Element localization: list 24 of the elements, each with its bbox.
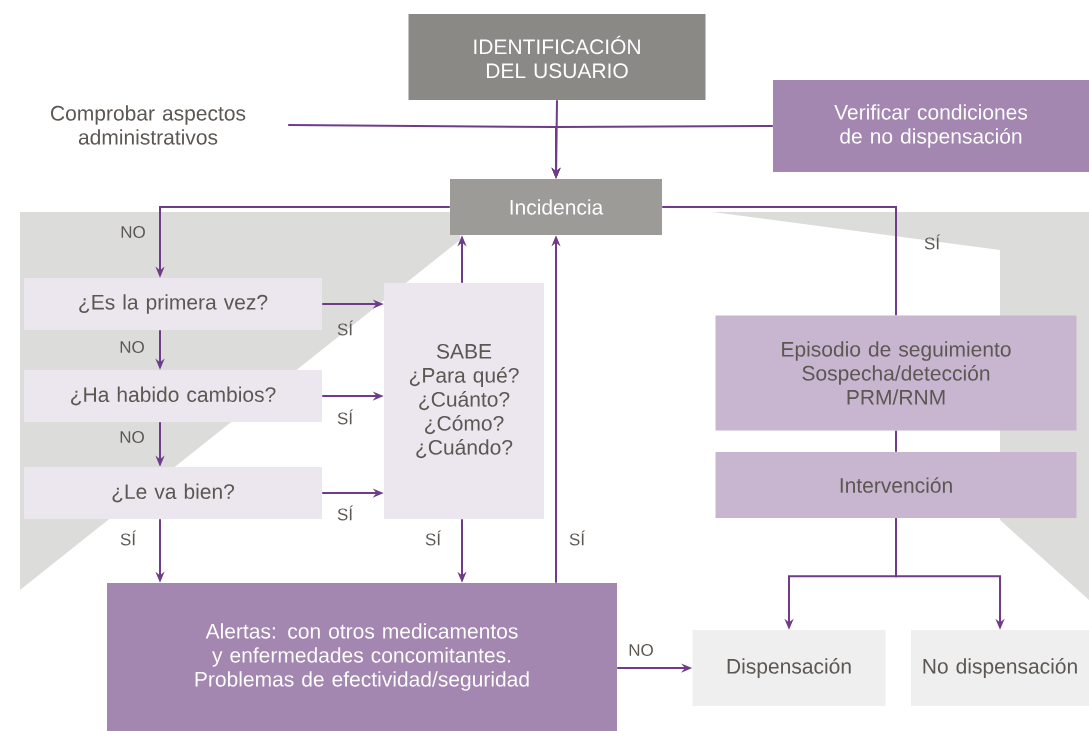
edge-label: SÍ — [337, 320, 353, 336]
edge-label: NO — [120, 431, 144, 444]
edge-label: SÍ — [337, 409, 353, 425]
process-box: SABE ¿Para qué? ¿Cuánto? ¿Cómo? ¿Cuándo? — [384, 283, 544, 519]
process-box: Verificar condiciones de no dispensación — [773, 80, 1089, 172]
process-box: Intervención — [715, 452, 1077, 518]
question-box: ¿Le va bien? — [24, 467, 322, 519]
edge-label: SÍ — [120, 530, 136, 546]
process-box: Episodio de seguimiento Sospecha/detección PRM/RNM — [715, 315, 1077, 431]
outcome-box: Dispensación — [692, 630, 886, 706]
process-box: Alertas: con otros medicamentos y enfermedades concomitantes. Problemas de efectividad/seguridad — [107, 583, 617, 731]
process-box: Incidencia — [450, 179, 662, 235]
edge-label: SÍ — [337, 505, 353, 521]
edge-label: NO — [120, 341, 144, 354]
edge-label: SÍ — [425, 530, 441, 546]
step-text: Comprobar aspectos administrativos — [51, 105, 246, 145]
title-box: IDENTIFICACIÓN DEL USUARIO — [408, 14, 706, 100]
question-box: ¿Ha habido cambios? — [24, 370, 322, 422]
edge-label: SÍ — [924, 234, 941, 250]
edge-label: NO — [629, 644, 653, 657]
edge-label: NO — [121, 226, 145, 239]
outcome-box: No dispensación — [911, 630, 1089, 706]
question-box: ¿Es la primera vez? — [24, 278, 322, 330]
edge-label: SÍ — [569, 530, 585, 546]
